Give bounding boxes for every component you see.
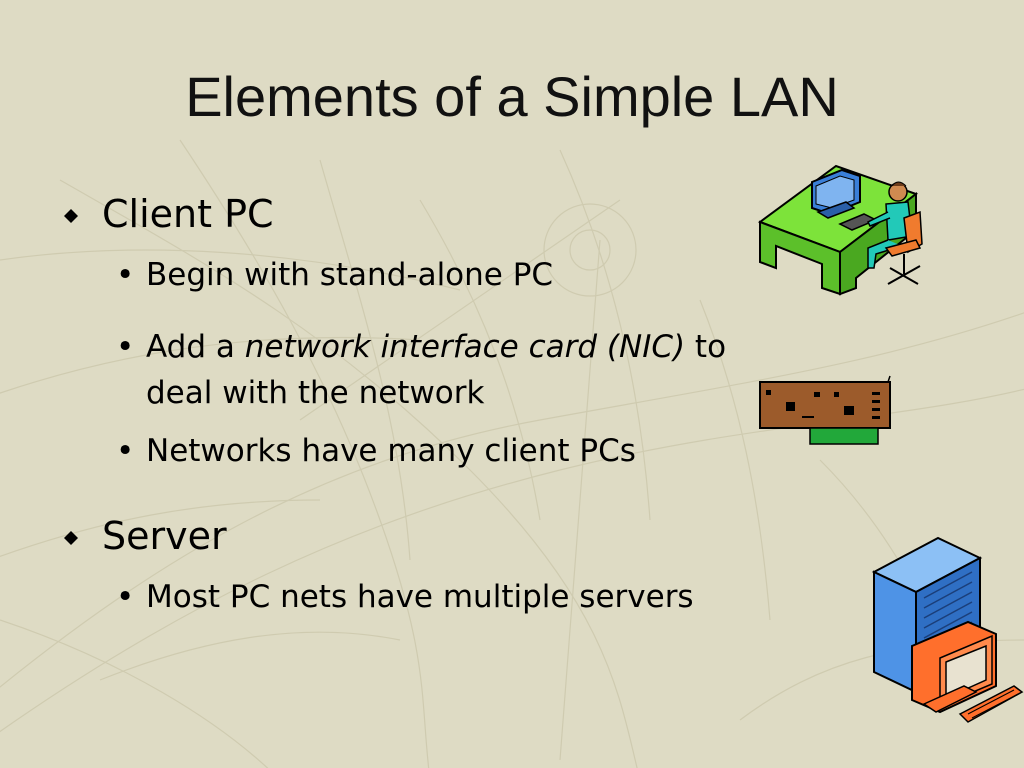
slide-title: Elements of a Simple LAN bbox=[185, 65, 839, 128]
round-bullet-icon: • bbox=[116, 579, 135, 615]
bullet-client-pc-label: Client PC bbox=[102, 192, 274, 236]
sub-bullet-text-line2: deal with the network bbox=[146, 375, 485, 411]
sub-bullet-text-start: Add a bbox=[146, 329, 245, 365]
round-bullet-icon: • bbox=[116, 257, 135, 293]
nic-term: network interface card (NIC) bbox=[244, 329, 686, 365]
sub-bullet-text: Most PC nets have multiple servers bbox=[146, 579, 694, 615]
round-bullet-icon: • bbox=[116, 433, 135, 469]
sub-bullet-text: Add a network interface card (NIC) to bbox=[146, 326, 726, 368]
round-bullet-icon: • bbox=[116, 329, 135, 365]
workstation-user-icon bbox=[757, 164, 923, 296]
sub-bullet-text: Begin with stand-alone PC bbox=[146, 257, 554, 293]
diamond-bullet-icon bbox=[64, 209, 78, 223]
diamond-bullet-icon bbox=[64, 531, 78, 545]
sub-bullet-text-end: to bbox=[685, 329, 727, 365]
bullet-server-label: Server bbox=[102, 514, 227, 558]
nic-card-icon bbox=[759, 375, 891, 445]
sub-bullet-text: Networks have many client PCs bbox=[146, 433, 636, 469]
server-computer-icon bbox=[871, 536, 1024, 723]
